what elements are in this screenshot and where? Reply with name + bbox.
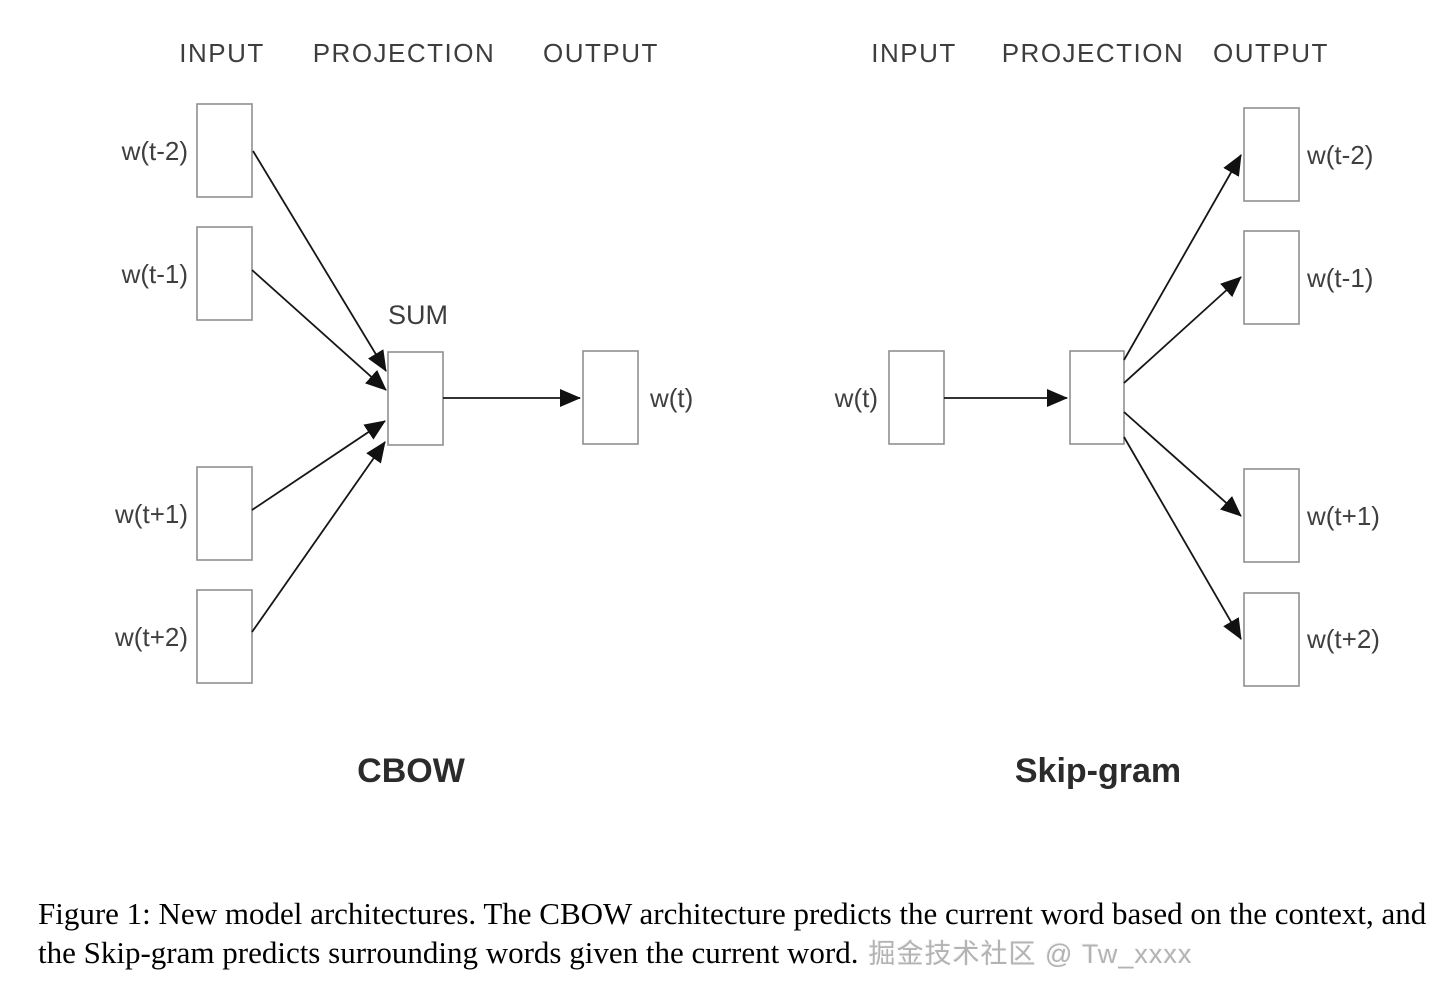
cbow-input-label-wt+1: w(t+1) [114, 499, 188, 529]
cbow-edge-wt-2 [252, 150, 387, 372]
cbow-output-box [582, 350, 639, 445]
skipgram-output-label-wt-1: w(t-1) [1306, 263, 1373, 293]
cbow-input-box-wt-1 [196, 226, 253, 321]
cbow-edge-wt+2 [251, 441, 386, 633]
skipgram-output-box-wt-2 [1243, 107, 1300, 202]
architecture-diagram: INPUT PROJECTION OUTPUT w(t-2) w(t-1) w(… [114, 38, 1380, 790]
skipgram-header-output: OUTPUT [1213, 38, 1329, 68]
skipgram-output-box-wt+1 [1243, 468, 1300, 563]
skipgram-projection-box [1069, 350, 1125, 445]
cbow-input-label-wt-1: w(t-1) [121, 259, 188, 289]
figure-caption: Figure 1: New model architectures. The C… [38, 894, 1442, 974]
cbow-input-label-wt-2: w(t-2) [121, 136, 188, 166]
cbow-input-box-wt+1 [196, 466, 253, 561]
skipgram-edge-wt+2 [1123, 436, 1242, 640]
skipgram-output-label-wt-2: w(t-2) [1306, 140, 1373, 170]
cbow-header-output: OUTPUT [543, 38, 659, 68]
figure-caption-text: Figure 1: New model architectures. The C… [38, 896, 1427, 970]
cbow-output-label: w(t) [649, 383, 693, 413]
skipgram-input-box [888, 350, 945, 445]
cbow-input-label-wt+2: w(t+2) [114, 622, 188, 652]
cbow-header-input: INPUT [179, 38, 265, 68]
watermark: 掘金技术社区 @ Tw_xxxx [868, 939, 1193, 969]
cbow-input-box-wt+2 [196, 589, 253, 684]
skipgram-title: Skip-gram [1015, 752, 1181, 790]
skipgram-edge-wt-2 [1123, 154, 1242, 361]
cbow-sum-label: SUM [388, 300, 448, 330]
cbow-input-box-wt-2 [196, 103, 253, 198]
cbow-projection-box [387, 351, 444, 446]
skipgram-output-label-wt+1: w(t+1) [1306, 501, 1380, 531]
skipgram-header-projection: PROJECTION [1002, 38, 1185, 68]
skipgram-input-label: w(t) [834, 383, 878, 413]
skipgram-output-box-wt-1 [1243, 230, 1300, 325]
skipgram-output-label-wt+2: w(t+2) [1306, 624, 1380, 654]
cbow-edge-wt-1 [251, 269, 387, 391]
skipgram-edge-wt+1 [1123, 411, 1242, 517]
skipgram-output-box-wt+2 [1243, 592, 1300, 687]
cbow-header-projection: PROJECTION [313, 38, 496, 68]
cbow-title: CBOW [357, 752, 466, 790]
skipgram-edge-wt-1 [1123, 276, 1242, 384]
skipgram-header-input: INPUT [871, 38, 957, 68]
cbow-edge-wt+1 [251, 420, 386, 511]
